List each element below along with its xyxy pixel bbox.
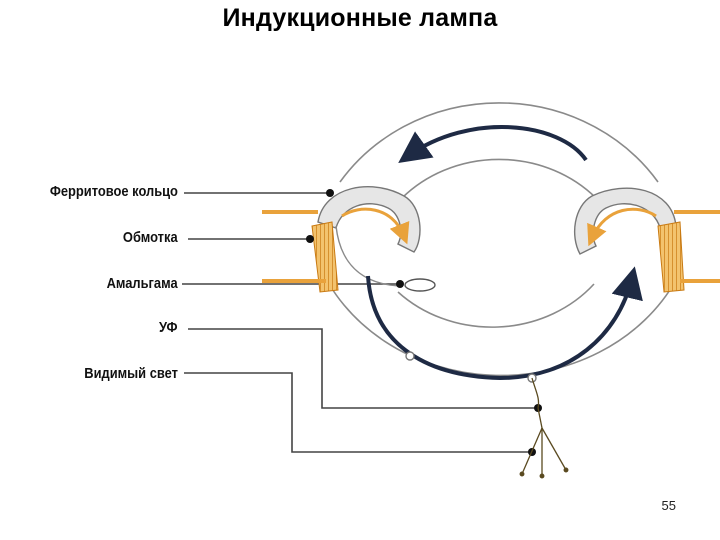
right-ferrite-assembly xyxy=(573,187,685,293)
label-visible-light: Видимый свет xyxy=(84,365,178,382)
page-number: 55 xyxy=(661,498,676,513)
label-ferrite-ring: Ферритовое кольцо xyxy=(49,183,178,200)
label-uv: УФ xyxy=(159,319,178,336)
connection-dots xyxy=(306,189,542,456)
left-ferrite-assembly xyxy=(311,186,421,293)
flow-arrow-bottom xyxy=(366,266,643,381)
light-rays xyxy=(519,377,569,479)
slide-title: Индукционные лампа xyxy=(222,4,498,32)
label-winding: Обмотка xyxy=(123,229,178,246)
leader-lines xyxy=(182,192,540,453)
winding-leads xyxy=(262,210,720,283)
label-amalgam: Амальгама xyxy=(106,275,178,292)
amalgam-capsule xyxy=(404,278,436,292)
glass-tube xyxy=(317,102,677,377)
flow-arrow-top xyxy=(398,125,588,163)
